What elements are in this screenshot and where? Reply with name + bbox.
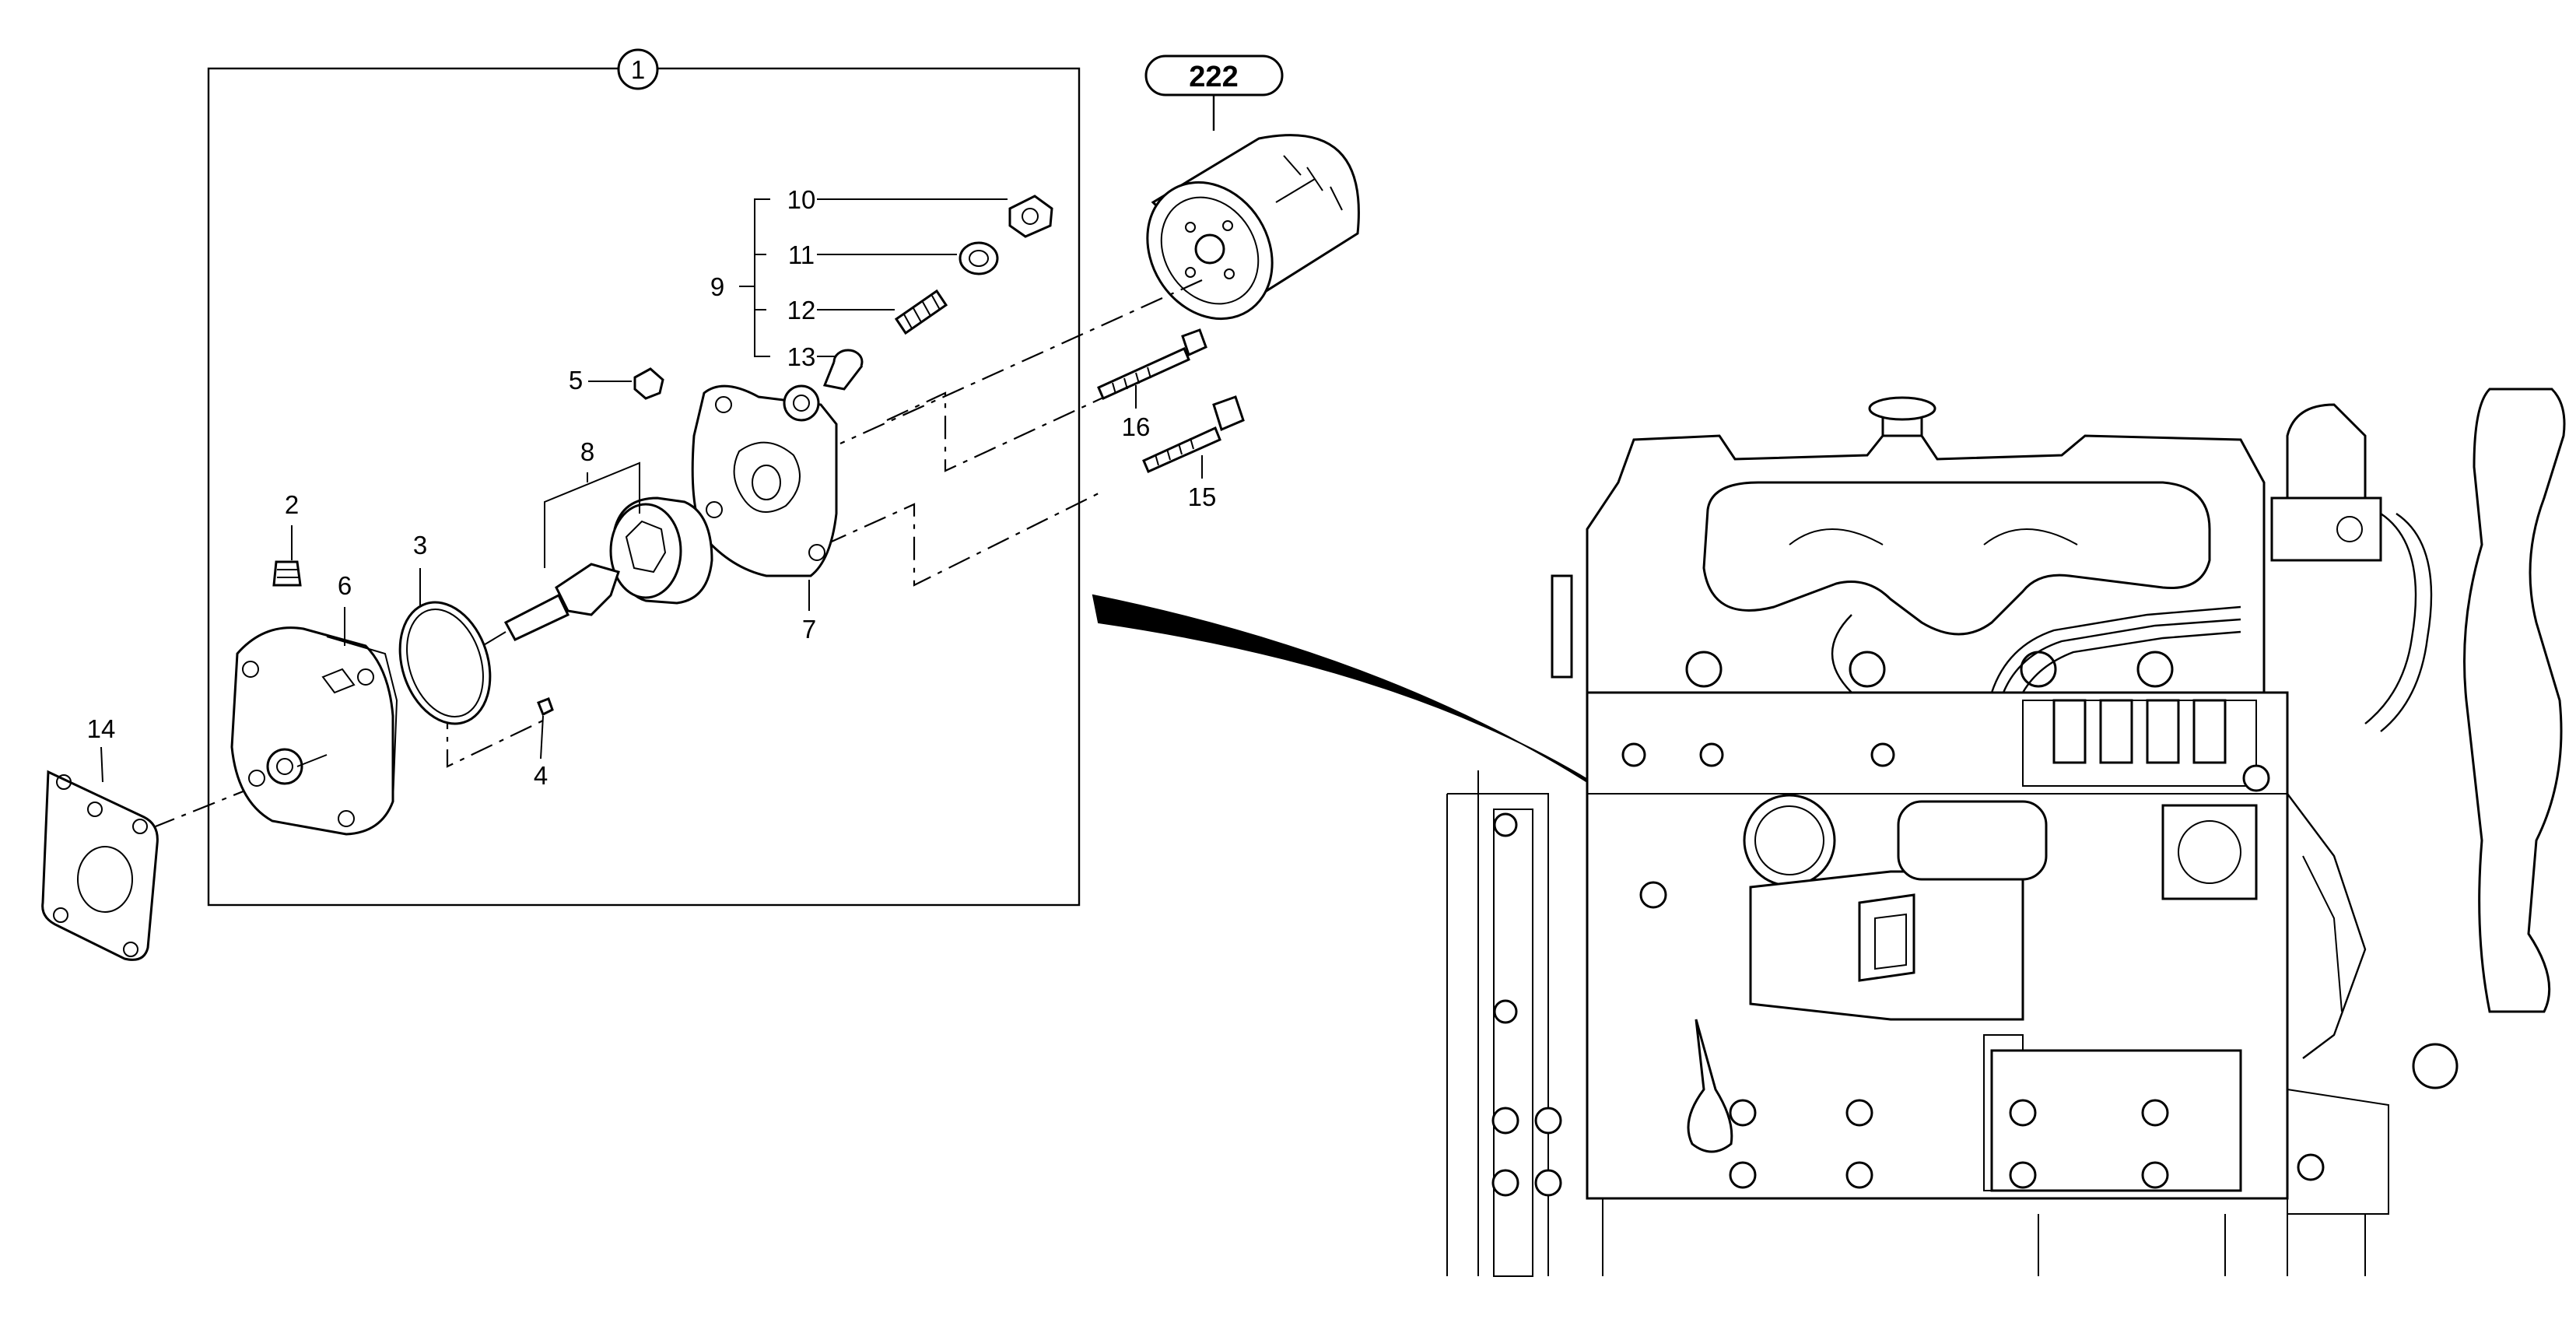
pump-cover-7 bbox=[691, 384, 838, 577]
pin-5 bbox=[633, 367, 664, 400]
callout-12[interactable]: 12 bbox=[787, 296, 816, 324]
callout-9[interactable]: 9 bbox=[710, 272, 724, 301]
filter-ref-badge[interactable]: 222 bbox=[1144, 54, 1284, 131]
leader-lines bbox=[100, 198, 1203, 783]
callout-5[interactable]: 5 bbox=[569, 366, 583, 395]
inner-rotor-shaft bbox=[482, 563, 620, 647]
pin-4 bbox=[537, 697, 554, 717]
callout-14[interactable]: 14 bbox=[87, 714, 116, 743]
svg-text:222: 222 bbox=[1189, 61, 1238, 93]
callout-10[interactable]: 10 bbox=[787, 185, 816, 214]
bolt-15 bbox=[1142, 395, 1245, 473]
callout-4[interactable]: 4 bbox=[534, 761, 548, 790]
o-ring-3 bbox=[398, 601, 492, 725]
callout-8[interactable]: 8 bbox=[580, 437, 594, 466]
callout-11[interactable]: 11 bbox=[788, 240, 815, 269]
callout-6[interactable]: 6 bbox=[338, 571, 352, 600]
oil-filter-cartridge bbox=[1146, 134, 1360, 321]
callout-16[interactable]: 16 bbox=[1122, 412, 1151, 441]
callout-2[interactable]: 2 bbox=[285, 490, 299, 519]
pump-body-6 bbox=[230, 626, 398, 836]
svg-text:1: 1 bbox=[631, 55, 645, 84]
callout-7[interactable]: 7 bbox=[802, 615, 816, 644]
callout-3[interactable]: 3 bbox=[413, 531, 427, 560]
engine-illustration bbox=[1446, 388, 2566, 1277]
outer-rotor bbox=[609, 496, 713, 605]
bolt-16 bbox=[1097, 328, 1207, 400]
fitting-2 bbox=[272, 560, 302, 587]
assembly-callout-1[interactable]: 1 bbox=[617, 48, 659, 90]
callout-13[interactable]: 13 bbox=[787, 342, 816, 371]
gasket-14 bbox=[41, 770, 159, 961]
relief-valve-group bbox=[822, 195, 1053, 391]
callout-15[interactable]: 15 bbox=[1188, 482, 1217, 511]
